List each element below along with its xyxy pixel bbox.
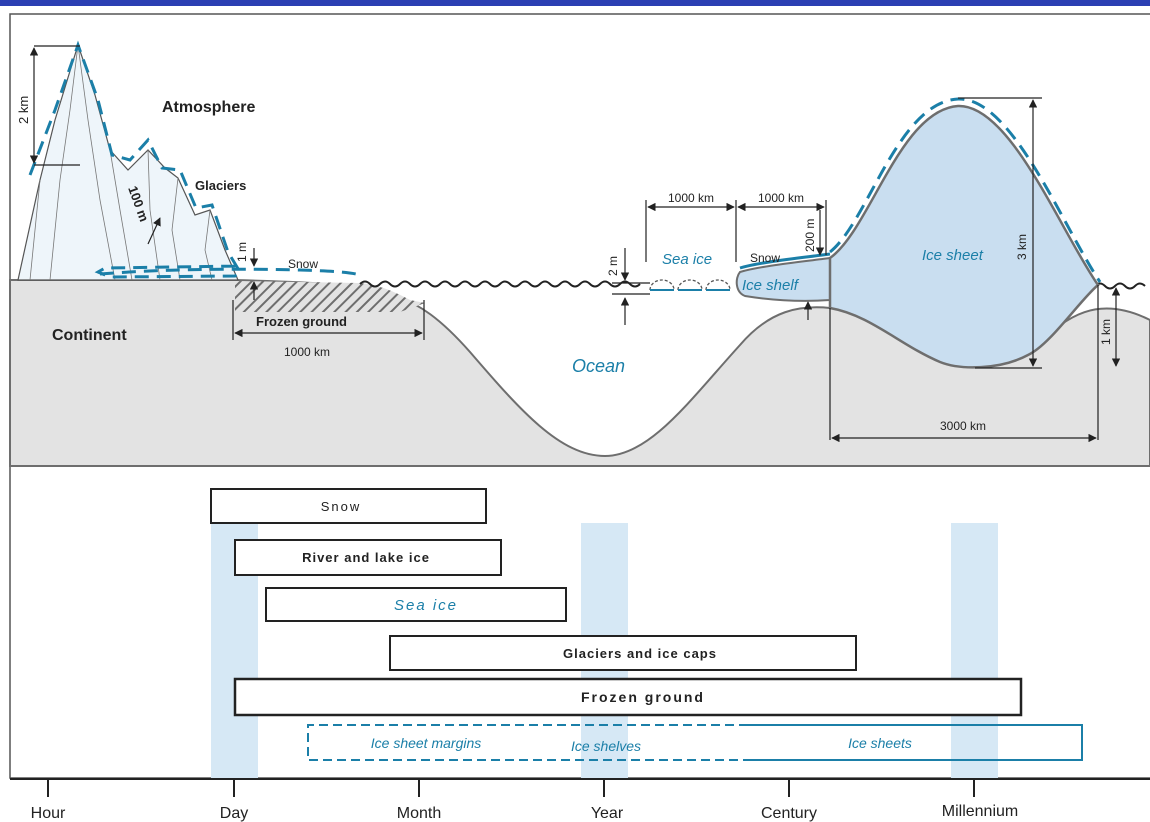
band-millennium: [951, 523, 998, 778]
label-frozen-ground: Frozen ground: [256, 314, 347, 329]
dim-ice-sheet-height: 3 km: [1015, 234, 1029, 260]
dim-mountain-height: 2 km: [16, 96, 31, 124]
time-axis: Hour Day Month Year Century Millennium: [10, 778, 1150, 822]
dim-snow-depth: 1 m: [235, 242, 249, 262]
tick-hour: Hour: [31, 805, 66, 822]
snow-land-outline: [99, 267, 361, 277]
bar-sea-ice: [265, 587, 567, 622]
bar-glaciers-ice-caps-label: Glaciers and ice caps: [563, 646, 717, 661]
label-sea-ice: Sea ice: [662, 251, 712, 268]
label-snow-land: Snow: [288, 257, 318, 271]
tick-month: Month: [397, 805, 441, 822]
bar-snow-label: Snow: [321, 499, 362, 514]
dim-bedrock-depth: 1 km: [1099, 319, 1113, 345]
ice-shelf-body: [735, 256, 831, 302]
bar-ice-sheets-label: Ice sheets: [848, 735, 912, 751]
bar-ice-sheet-margins: [307, 724, 748, 761]
bar-ice-shelves-label: Ice shelves: [571, 738, 641, 754]
label-snow-shelf: Snow: [750, 251, 780, 265]
bar-river-lake-ice: [234, 539, 502, 576]
label-ocean: Ocean: [572, 356, 625, 376]
ocean-waves-right: [1094, 282, 1146, 290]
dim-frozen-ground-width: 1000 km: [284, 345, 330, 359]
timescale-bars: Snow River and lake ice Sea ice Glaciers…: [210, 488, 1083, 761]
bar-snow: [210, 488, 487, 524]
frozen-ground-hatch: [235, 281, 425, 312]
tick-year: Year: [591, 805, 624, 822]
label-ice-sheet: Ice sheet: [922, 247, 984, 264]
dim-sea-ice-width: 1000 km: [668, 191, 714, 205]
bar-river-lake-ice-label: River and lake ice: [302, 550, 430, 565]
dim-sea-ice-thickness: 2 m: [606, 256, 620, 276]
ocean-waves: [359, 280, 641, 288]
ice-sheet-snow-outline: [829, 97, 1102, 283]
bar-ice-sheet-margins-label: Ice sheet margins: [371, 735, 482, 751]
bar-frozen-ground-label: Frozen ground: [581, 689, 705, 705]
tick-millennium: Millennium: [942, 803, 1018, 820]
glacier-outline: [28, 40, 242, 279]
mountain-ridges: [29, 44, 213, 281]
tick-day: Day: [220, 805, 248, 822]
dim-ice-sheet-width: 3000 km: [940, 419, 986, 433]
top-accent-bar: [0, 0, 1150, 6]
bar-frozen-ground: [233, 677, 1023, 717]
bar-ice-sheets: [748, 724, 1083, 761]
label-atmosphere: Atmosphere: [162, 99, 255, 116]
dim-ice-shelf-width: 1000 km: [758, 191, 804, 205]
bar-sea-ice-label: Sea ice: [394, 597, 458, 614]
dim-ice-shelf-thickness: 200 m: [803, 219, 817, 252]
label-ice-shelf: Ice shelf: [742, 277, 800, 294]
label-continent: Continent: [52, 327, 127, 344]
bar-glaciers-ice-caps: [389, 635, 857, 671]
dimension-lines: [29, 45, 1121, 443]
tick-century: Century: [761, 805, 817, 822]
label-glaciers: Glaciers: [195, 178, 246, 193]
sea-ice-floes: [649, 279, 731, 291]
mountain-range: [17, 43, 239, 281]
